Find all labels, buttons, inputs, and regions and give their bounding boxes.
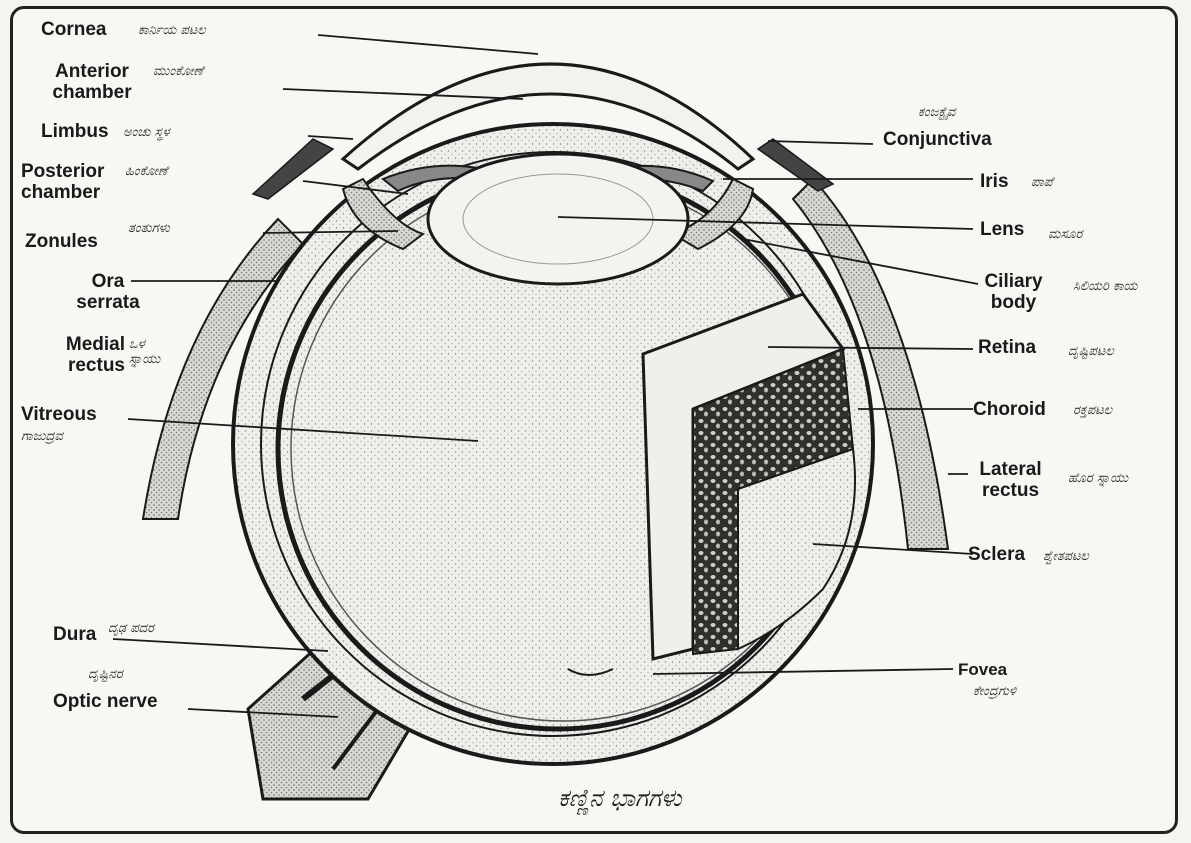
label-retina: Retina bbox=[978, 337, 1036, 358]
kannada-vitreous: ಗಾಜುದ್ರವ bbox=[21, 429, 63, 444]
kannada-lens: ಮಸೂರ bbox=[1048, 227, 1082, 242]
label-cornea: Cornea bbox=[41, 19, 106, 40]
label-fovea: Fovea bbox=[958, 659, 1007, 680]
kannada-sclera: ಶ್ವೇತಪಟಲ bbox=[1043, 549, 1089, 564]
kannada-medial-rectus: ಒಳ ಸ್ನಾಯು bbox=[129, 337, 179, 367]
kannada-conjunctiva: ಕಂಜಕ್ಟೈವ bbox=[918, 105, 955, 120]
kannada-posterior-chamber: ಹಿಂಕೋಣೆ bbox=[125, 164, 168, 179]
label-limbus: Limbus bbox=[41, 121, 109, 142]
kannada-retina: ದೃಷ್ಟಿಪಟಲ bbox=[1068, 344, 1114, 359]
label-zonules: Zonules bbox=[25, 231, 98, 252]
kannada-choroid: ರಕ್ತಪಟಲ bbox=[1073, 403, 1112, 418]
label-optic-nerve: Optic nerve bbox=[53, 691, 158, 712]
figure-caption: ಕಣ್ಣಿನ ಭಾಗಗಳು bbox=[558, 784, 682, 812]
label-sclera: Sclera bbox=[968, 544, 1025, 565]
label-conjunctiva: Conjunctiva bbox=[883, 129, 992, 150]
eye-cross-section-drawing bbox=[13, 9, 1178, 834]
kannada-lateral-rectus: ಹೊರ ಸ್ನಾಯು bbox=[1068, 471, 1128, 486]
kannada-zonules: ತಂತುಗಳು bbox=[128, 221, 170, 236]
kannada-dura: ದೃಢ ಪದರ bbox=[108, 621, 154, 636]
kannada-iris: ಪಾಪೆ bbox=[1031, 175, 1053, 190]
kannada-ciliary-body: ಸಿಲಿಯರಿ ಕಾಯ bbox=[1073, 279, 1143, 294]
kannada-limbus: ಅಂಚು ಸ್ಥಳ bbox=[123, 125, 170, 140]
label-dura: Dura bbox=[53, 624, 96, 645]
label-vitreous: Vitreous bbox=[21, 404, 97, 425]
kannada-optic-nerve: ದೃಷ್ಟಿನರ bbox=[88, 667, 123, 682]
kannada-fovea: ಕೇಂದ್ರಗುಳಿ bbox=[973, 684, 1016, 699]
label-lens: Lens bbox=[980, 219, 1024, 240]
label-iris: Iris bbox=[980, 171, 1009, 192]
kannada-anterior-chamber: ಮುಂಕೋಣೆ bbox=[153, 64, 203, 79]
kannada-cornea: ಕಾರ್ನಿಯ ಪಟಲ bbox=[138, 23, 206, 38]
label-choroid: Choroid bbox=[973, 399, 1046, 420]
